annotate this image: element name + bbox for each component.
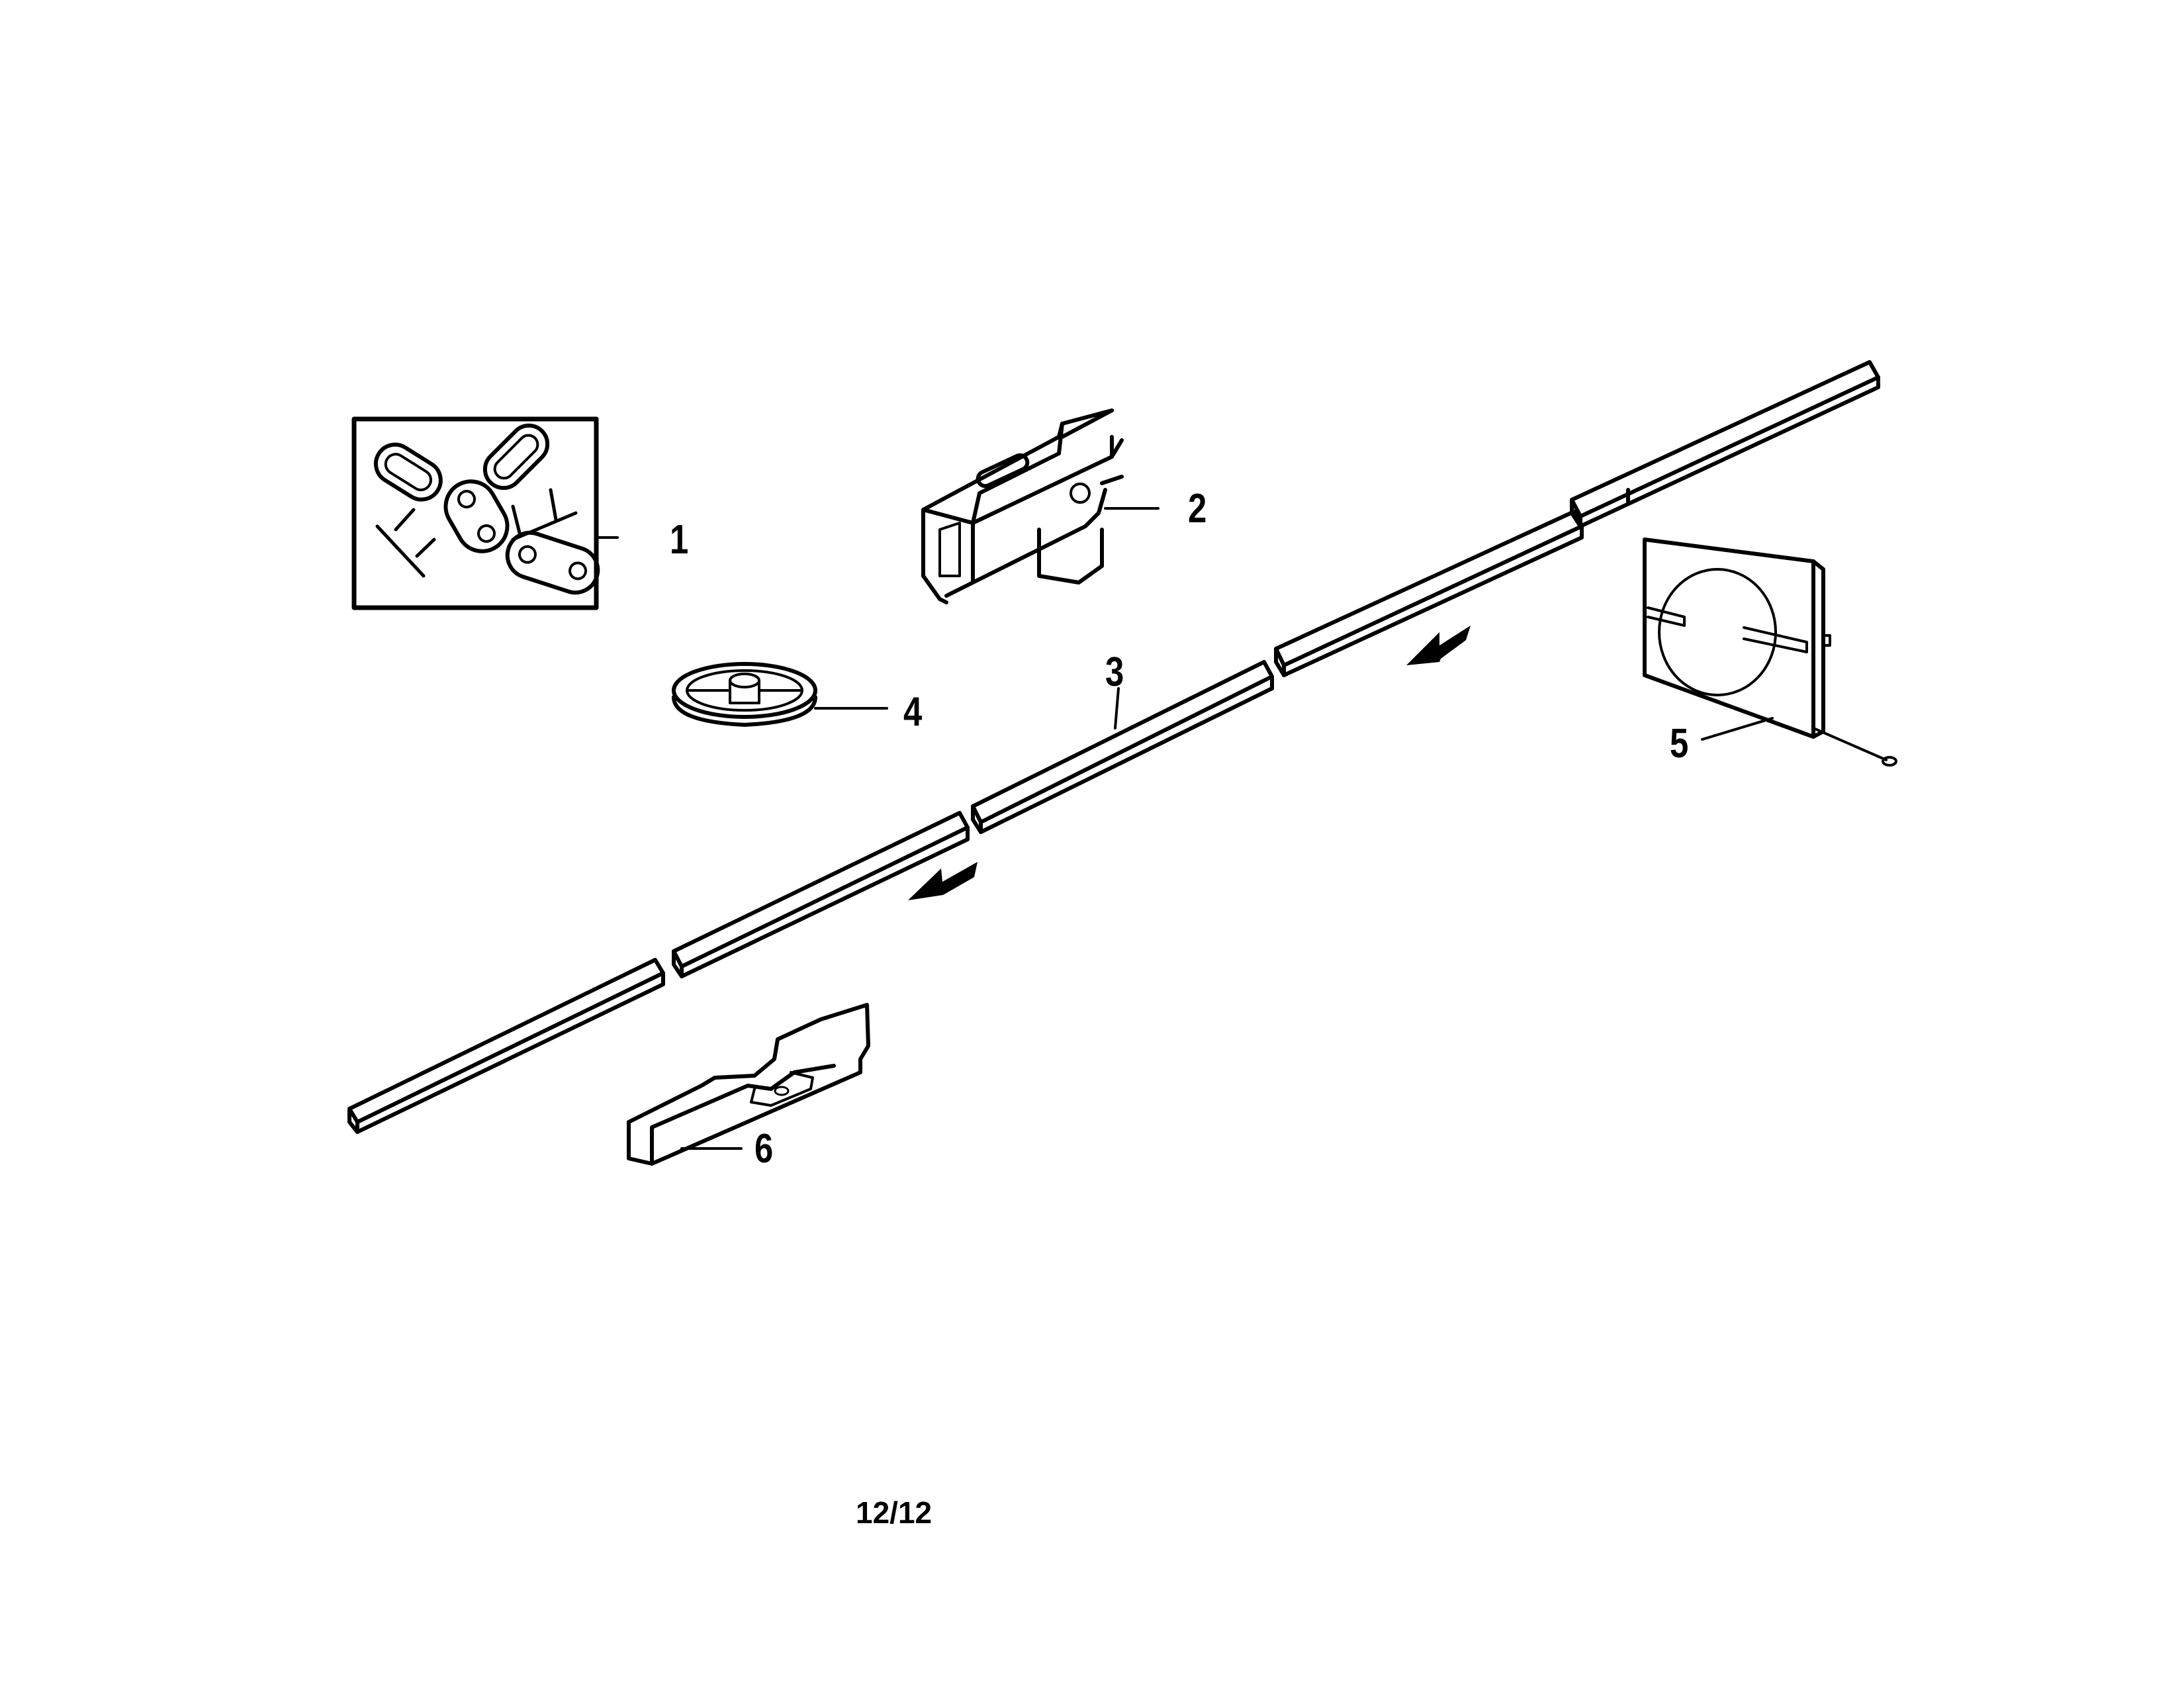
callout-2: 2 — [1188, 486, 1207, 532]
assembly-direction-arrow-lower — [908, 862, 978, 900]
callout-4: 4 — [903, 689, 923, 735]
callout-3: 3 — [1105, 649, 1124, 695]
part-3-rail-sections — [347, 360, 1880, 1134]
callout-1: 1 — [670, 517, 689, 563]
callout-5: 5 — [1670, 721, 1689, 767]
part-4-pulley — [672, 662, 888, 727]
page-number: 12/12 — [856, 1495, 933, 1530]
part-1-master-link-kit — [351, 416, 619, 610]
callout-6: 6 — [754, 1126, 774, 1172]
assembly-direction-arrow-upper — [1406, 626, 1471, 665]
part-5-light-lens — [1643, 538, 1897, 767]
part-2-trolley — [921, 408, 1160, 604]
part-6-rail-bracket — [627, 1003, 870, 1166]
